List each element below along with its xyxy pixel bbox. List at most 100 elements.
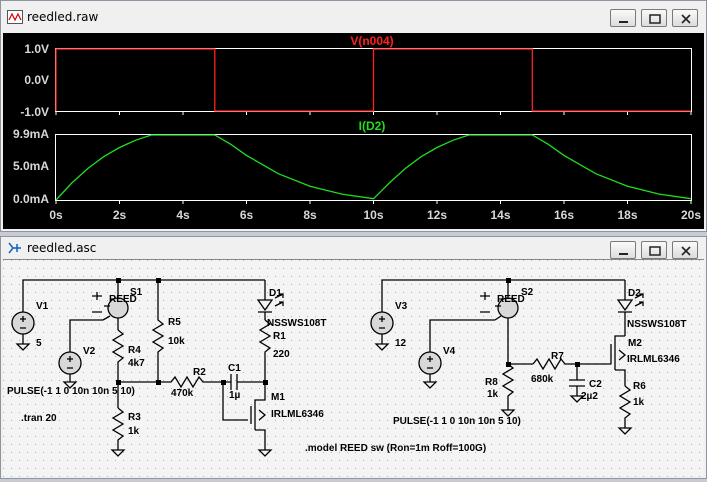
r1-resistor[interactable] <box>258 319 272 382</box>
r8-resistor[interactable] <box>501 363 515 410</box>
restore-icon <box>649 14 661 24</box>
r7-value[interactable]: 680k <box>531 374 554 385</box>
close-icon <box>681 14 691 24</box>
r3-value[interactable]: 1k <box>128 426 140 437</box>
x-axis-tick-label: 6s <box>240 208 254 222</box>
r3-resistor[interactable] <box>111 407 125 450</box>
r2-label[interactable]: R2 <box>193 367 206 378</box>
v3-source-symbol[interactable] <box>370 311 394 335</box>
minimize-button[interactable] <box>610 241 636 259</box>
r7-label[interactable]: R7 <box>551 351 564 362</box>
c2-capacitor[interactable] <box>569 364 585 396</box>
r1-label[interactable]: R1 <box>273 331 286 342</box>
d2-label[interactable]: D2 <box>628 288 641 299</box>
v4-label[interactable]: V4 <box>443 346 456 357</box>
waveform-window[interactable]: reedled.raw V(n004) I(D2) 1.0V 0.0V -1.0… <box>0 0 707 232</box>
r4-resistor[interactable] <box>111 329 125 382</box>
restore-button[interactable] <box>641 9 667 27</box>
schematic-svg[interactable]: V1 5 V2 PULSE(-1 1 0 10n 10n 5 10) S1 RE… <box>3 260 704 477</box>
d1-model[interactable]: NSSWS108T <box>267 318 326 329</box>
m2-label[interactable]: M2 <box>628 338 642 349</box>
v2-source-symbol[interactable] <box>58 351 82 375</box>
d2-model[interactable]: NSSWS108T <box>627 319 686 330</box>
s2-label[interactable]: S2 <box>521 287 534 298</box>
d2-led[interactable] <box>616 280 634 336</box>
minimize-icon <box>619 21 628 23</box>
trace-group <box>55 48 692 201</box>
c1-label[interactable]: C1 <box>228 363 241 374</box>
r2-value[interactable]: 470k <box>171 388 194 399</box>
r5-value[interactable]: 10k <box>168 336 185 347</box>
x-axis-tick-label: 12s <box>427 208 447 222</box>
ground-symbol <box>15 343 31 351</box>
m1-mosfet[interactable] <box>250 382 266 450</box>
junction-dots <box>116 278 580 385</box>
v1-value[interactable]: 5 <box>36 338 42 349</box>
schematic-titlebar[interactable]: reedled.asc <box>1 237 706 259</box>
r6-value[interactable]: 1k <box>633 397 645 408</box>
r7-resistor[interactable] <box>532 357 603 371</box>
d1-label[interactable]: D1 <box>269 288 282 299</box>
r8-value[interactable]: 1k <box>487 389 499 400</box>
r5-resistor[interactable] <box>151 280 165 382</box>
current-trace-line[interactable] <box>55 134 692 201</box>
s2-model[interactable]: REED <box>497 294 525 305</box>
m1-model[interactable]: IRLML6346 <box>271 409 324 420</box>
r4-value[interactable]: 4k7 <box>128 358 145 369</box>
voltage-y-tick: 0.0V <box>24 73 49 87</box>
close-button[interactable] <box>672 9 698 27</box>
waveform-titlebar[interactable]: reedled.raw <box>1 1 706 33</box>
x-axis-tick-label: 2s <box>113 208 127 222</box>
v4-pulse-spec[interactable]: PULSE(-1 1 0 10n 10n 5 10) <box>393 416 521 427</box>
waveform-icon <box>7 10 23 24</box>
s1-label[interactable]: S1 <box>130 287 143 298</box>
r1-value[interactable]: 220 <box>273 349 290 360</box>
minimize-button[interactable] <box>610 9 636 27</box>
v2-label[interactable]: V2 <box>83 346 96 357</box>
current-trace-label[interactable]: I(D2) <box>359 119 386 133</box>
c1-capacitor[interactable] <box>223 374 265 390</box>
r3-label[interactable]: R3 <box>128 412 141 423</box>
m1-label[interactable]: M1 <box>271 392 285 403</box>
d1-led[interactable] <box>256 280 274 320</box>
minimize-icon <box>619 253 628 255</box>
x-axis-tick-label: 16s <box>554 208 574 222</box>
tran-directive[interactable]: .tran 20 <box>21 413 57 424</box>
close-button[interactable] <box>672 241 698 259</box>
voltage-trace-label[interactable]: V(n004) <box>350 34 393 48</box>
close-icon <box>681 246 691 256</box>
v3-value[interactable]: 12 <box>395 338 407 349</box>
restore-button[interactable] <box>641 241 667 259</box>
c2-label[interactable]: C2 <box>589 379 602 390</box>
c1-value[interactable]: 1µ <box>229 390 241 401</box>
current-y-tick: 0.0mA <box>13 192 49 206</box>
m2-model[interactable]: IRLML6346 <box>627 354 680 365</box>
current-y-tick: 9.9mA <box>13 127 49 141</box>
v3-label[interactable]: V3 <box>395 301 408 312</box>
schematic-canvas[interactable]: V1 5 V2 PULSE(-1 1 0 10n 10n 5 10) S1 RE… <box>3 259 704 477</box>
s1-model[interactable]: REED <box>109 294 137 305</box>
r6-label[interactable]: R6 <box>633 381 646 392</box>
current-pane-frame <box>55 134 692 201</box>
v1-label[interactable]: V1 <box>36 301 49 312</box>
m2-mosfet[interactable] <box>603 335 626 386</box>
x-axis-tick-label: 10s <box>363 208 383 222</box>
c2-value[interactable]: 2µ2 <box>581 391 598 402</box>
schematic-window[interactable]: reedled.asc <box>0 236 707 479</box>
waveform-plot-area[interactable]: V(n004) I(D2) 1.0V 0.0V -1.0V 9.9mA 5.0m… <box>3 33 704 229</box>
voltage-trace-line[interactable] <box>55 48 691 112</box>
r4-label[interactable]: R4 <box>128 345 141 356</box>
waveform-svg[interactable]: V(n004) I(D2) 1.0V 0.0V -1.0V 9.9mA 5.0m… <box>3 33 704 229</box>
x-axis-tick-label: 14s <box>490 208 510 222</box>
r5-label[interactable]: R5 <box>168 317 181 328</box>
v1-source-symbol[interactable] <box>11 311 35 335</box>
v2-pulse-spec[interactable]: PULSE(-1 1 0 10n 10n 5 10) <box>7 386 135 397</box>
schematic-icon <box>8 242 21 254</box>
r8-label[interactable]: R8 <box>485 377 498 388</box>
voltage-y-tick: -1.0V <box>20 105 49 119</box>
r6-resistor[interactable] <box>618 385 632 428</box>
r2-resistor[interactable] <box>158 375 223 389</box>
model-directive[interactable]: .model REED sw (Ron=1m Roff=100G) <box>305 443 486 454</box>
v4-source-symbol[interactable] <box>418 351 442 375</box>
